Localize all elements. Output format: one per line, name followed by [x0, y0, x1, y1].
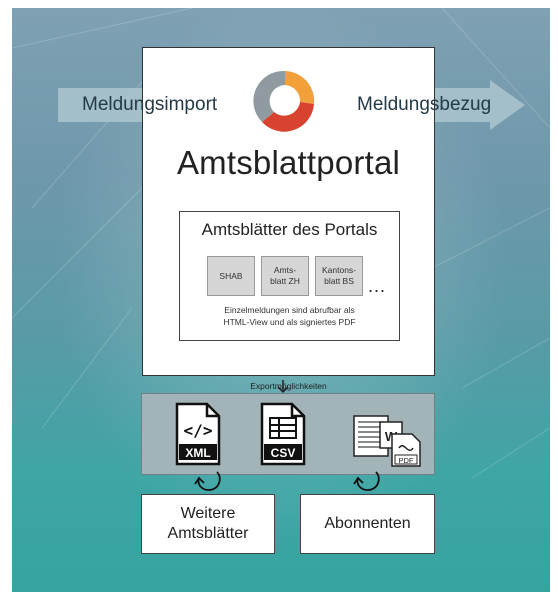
gazette-shab: SHAB: [207, 256, 255, 296]
abonnenten-label: Abonnenten: [324, 515, 411, 532]
portal-logo: [253, 70, 315, 132]
xml-label: XML: [185, 446, 210, 460]
gazette-more-ellipsis: ...: [368, 276, 387, 296]
portal-title: Amtsblattportal: [176, 144, 401, 181]
csv-file-icon: CSV: [260, 402, 306, 466]
meldungsbezug-label: Meldungsbezug: [357, 94, 492, 115]
pdf-documents-icon: W PDF: [353, 415, 421, 467]
gazette-kantonsblatt-bs: Kantons- blatt BS: [315, 256, 363, 296]
xml-file-icon: </> XML: [175, 402, 221, 466]
weitere-amtsblaetter-box: Weitere Amtsblätter: [141, 494, 275, 554]
svg-text:</>: </>: [184, 421, 213, 440]
curved-down-arrow-icon: [353, 471, 380, 491]
pdf-label: PDF: [399, 456, 414, 465]
amtsblaetter-box: Amtsblätter des Portals SHAB Amts- blatt…: [179, 211, 400, 341]
curved-down-arrow-icon: [194, 471, 221, 491]
single-notice-note: Einzelmeldungen sind abrufbar als HTML-V…: [223, 305, 356, 327]
weitere-amtsblaetter-label: Weitere Amtsblätter: [167, 505, 249, 542]
background-network-lines: [12, 8, 550, 479]
amtsblattportal-box: Amtsblattportal Amtsblätter des Portals …: [142, 47, 435, 376]
export-label: Exportmöglichkeiten: [250, 381, 327, 391]
down-arrow-icon: [277, 380, 289, 394]
amtsblaetter-title: Amtsblätter des Portals: [201, 220, 378, 239]
meldungsimport-label: Meldungsimport: [82, 94, 218, 115]
csv-label: CSV: [271, 446, 296, 460]
gazette-amtsblatt-zh: Amts- blatt ZH: [261, 256, 309, 296]
export-formats-panel: </> XML CSV W PDF: [141, 393, 435, 475]
abonnenten-box: Abonnenten: [300, 494, 435, 554]
